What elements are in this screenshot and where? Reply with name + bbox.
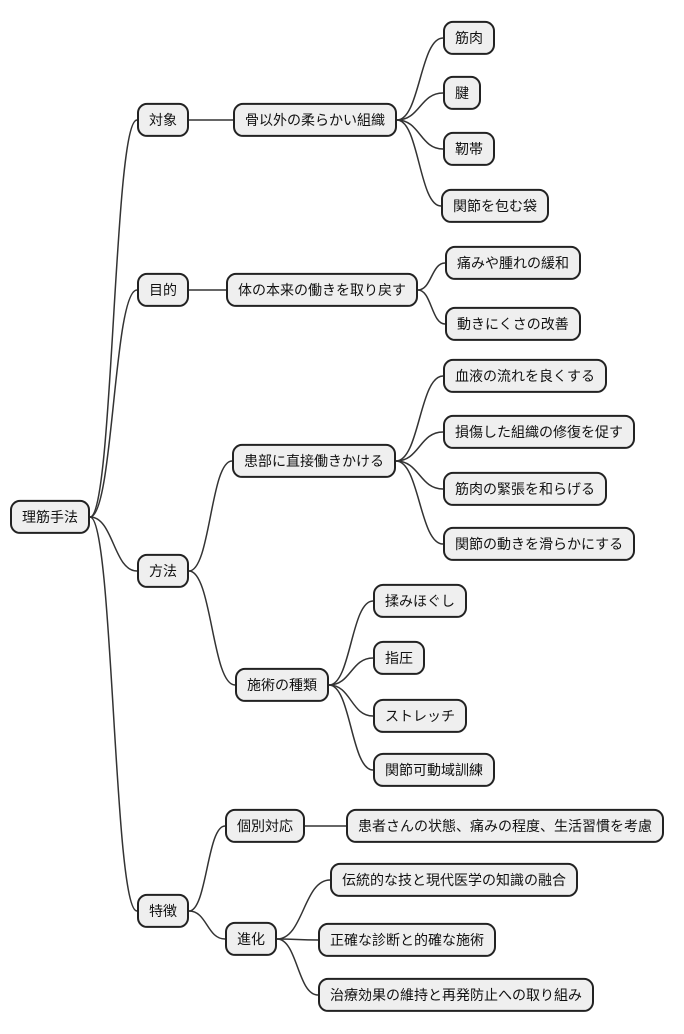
node-fukuro: 関節を包む袋 — [441, 188, 549, 224]
edge-kanbu-ketsueki — [395, 375, 444, 462]
edge-tokucho-shinka — [188, 910, 226, 940]
edge-shinka-dento — [276, 879, 331, 940]
edge-hoho-sejutsu — [188, 570, 236, 686]
edge-kotsu-jintai — [396, 119, 444, 150]
edge-kotsu-ken — [396, 92, 444, 121]
node-tokucho: 特徴 — [137, 893, 189, 929]
edge-kanbu-kincho — [395, 460, 444, 490]
node-hoho: 方法 — [137, 553, 189, 589]
node-chiryo: 治療効果の維持と再発防止への取り組み — [318, 977, 594, 1013]
node-ugoki: 動きにくさの改善 — [445, 306, 581, 342]
node-dento: 伝統的な技と現代医学の知識の融合 — [330, 862, 578, 898]
edge-root-tokucho — [89, 516, 138, 912]
node-shiatsu: 指圧 — [373, 640, 425, 676]
node-stretch: ストレッチ — [373, 698, 467, 734]
node-ken: 腱 — [443, 75, 481, 111]
edge-sejutsu-stretch — [328, 684, 374, 717]
node-kobetsu: 個別対応 — [225, 808, 305, 844]
edge-shinka-chiryo — [276, 938, 319, 996]
edge-karada-itami — [417, 262, 446, 291]
node-sonsho: 損傷した組織の修復を促す — [443, 414, 635, 450]
edge-tokucho-kobetsu — [188, 825, 226, 912]
edge-hoho-kanbu — [188, 460, 233, 572]
edge-root-taisho — [89, 119, 138, 518]
node-sejutsu: 施術の種類 — [235, 667, 329, 703]
edge-root-hoho — [89, 516, 138, 572]
node-kotsu: 骨以外の柔らかい組織 — [233, 102, 397, 138]
node-mokuteki: 目的 — [137, 272, 189, 308]
edge-root-mokuteki — [89, 289, 138, 518]
edge-sejutsu-shiatsu — [328, 657, 374, 686]
node-shinka: 進化 — [225, 921, 277, 957]
node-kincho: 筋肉の緊張を和らげる — [443, 471, 607, 507]
node-momi: 揉みほぐし — [373, 583, 467, 619]
edge-sejutsu-kadoiki — [328, 684, 374, 771]
edge-kanbu-sonsho — [395, 431, 444, 462]
edge-kanbu-kansetsu — [395, 460, 444, 545]
node-kanja: 患者さんの状態、痛みの程度、生活習慣を考慮 — [346, 808, 664, 844]
node-root: 理筋手法 — [10, 499, 90, 535]
node-taisho: 対象 — [137, 102, 189, 138]
node-ketsueki: 血液の流れを良くする — [443, 358, 607, 394]
node-kinniku: 筋肉 — [443, 20, 495, 56]
node-itami: 痛みや腫れの緩和 — [445, 245, 581, 281]
node-jintai: 靭帯 — [443, 131, 495, 167]
node-kansetsu: 関節の動きを滑らかにする — [443, 526, 636, 562]
node-kadoiki: 関節可動域訓練 — [373, 752, 495, 788]
edge-karada-ugoki — [417, 289, 446, 325]
node-karada: 体の本来の働きを取り戻す — [226, 272, 418, 308]
edge-sejutsu-momi — [328, 600, 374, 686]
node-seikaku: 正確な診断と的確な施術 — [318, 922, 496, 958]
edge-kotsu-kinniku — [396, 37, 444, 121]
edge-kotsu-fukuro — [396, 119, 442, 207]
edge-shinka-seikaku — [276, 938, 319, 941]
node-kanbu: 患部に直接働きかける — [232, 443, 396, 479]
